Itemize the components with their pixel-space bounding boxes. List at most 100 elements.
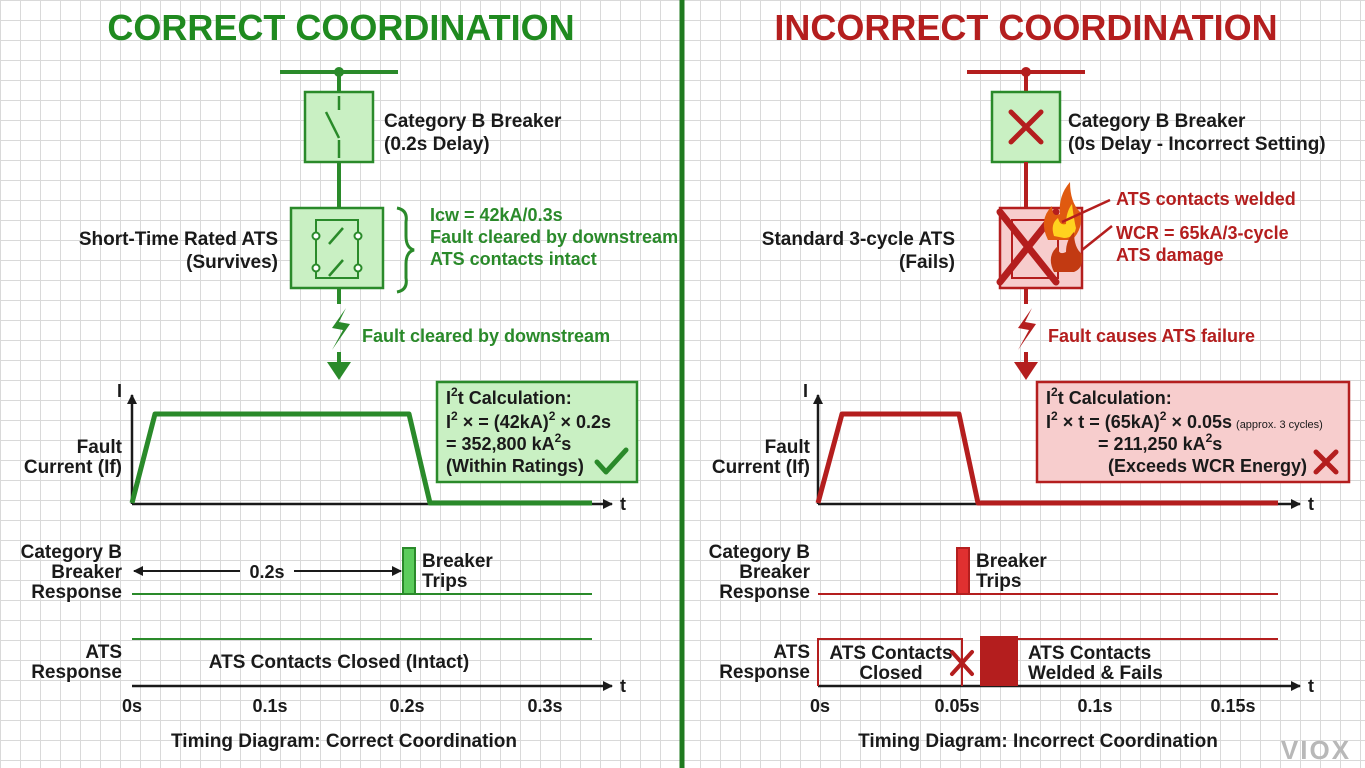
svg-text:= 211,250 kA2s: = 211,250 kA2s <box>1098 431 1222 454</box>
left-calc-box: I2t Calculation: I2 × = (42kA)2 × 0.2s =… <box>435 380 639 484</box>
right-ats-weld-block <box>980 636 1018 686</box>
right-ats-after-2: Welded & Fails <box>1028 663 1163 684</box>
correct-coordination-panel: CORRECT COORDINATION Ca <box>21 7 678 752</box>
svg-text:I2 × = (42kA)2 × 0.2s: I2 × = (42kA)2 × 0.2s <box>446 409 611 432</box>
right-calc-line1b: × 0.05s <box>1171 412 1232 432</box>
incorrect-coordination-panel: INCORRECT COORDINATION <box>709 7 1351 752</box>
lightning-bolt-icon <box>1018 308 1036 350</box>
svg-text:I2t Calculation:: I2t Calculation: <box>446 385 572 408</box>
right-calc-line2: = 211,250 kA <box>1098 434 1206 454</box>
left-axis-t: t <box>620 494 626 514</box>
right-ats-note-1: ATS contacts welded <box>1116 189 1296 209</box>
x-mark-icon <box>1313 449 1339 475</box>
left-title: CORRECT COORDINATION <box>107 7 574 48</box>
checkmark-icon <box>594 447 629 475</box>
left-tick-1: 0.1s <box>252 696 287 716</box>
left-ats-state: ATS Contacts Closed (Intact) <box>209 652 469 673</box>
right-breaker-label-2: Breaker <box>739 562 810 583</box>
left-calc-line1: × = (42kA) <box>463 412 549 432</box>
left-breaker-trip-pulse <box>402 547 416 595</box>
callout-line <box>1081 225 1113 251</box>
right-ats-status: (Fails) <box>899 252 955 273</box>
right-fault-label-2: Current (If) <box>712 457 810 478</box>
left-calc-line3: (Within Ratings) <box>446 456 584 476</box>
right-tick-3: 0.15s <box>1210 696 1255 716</box>
left-caption: Timing Diagram: Correct Coordination <box>171 731 517 752</box>
right-ats-before-1: ATS Contacts <box>829 643 952 664</box>
right-axis-t: t <box>1308 494 1314 514</box>
lightning-bolt-icon <box>332 308 350 350</box>
svg-text:I2t Calculation:: I2t Calculation: <box>1046 385 1172 408</box>
left-calc-title: t Calculation: <box>458 388 572 408</box>
right-tick-2: 0.1s <box>1077 696 1112 716</box>
left-single-line-diagram <box>280 67 415 380</box>
right-axis-i: I <box>803 381 808 401</box>
x-mark-icon <box>950 650 974 676</box>
right-tick-1: 0.05s <box>934 696 979 716</box>
left-bracket <box>396 206 415 294</box>
right-trip-label-1: Breaker <box>976 551 1047 572</box>
right-calc-line3: (Exceeds WCR Energy) <box>1108 456 1307 476</box>
right-ats-after-1: ATS Contacts <box>1028 643 1151 664</box>
right-breaker-trip-pulse <box>956 547 970 595</box>
right-calc-box: I2t Calculation: I2 × t = (65kA)2 × 0.05… <box>1035 380 1351 484</box>
right-calc-title: t Calculation: <box>1058 388 1172 408</box>
right-ats-note-2: WCR = 65kA/3-cycle <box>1116 223 1289 243</box>
right-timing-diagram: I t t Fault Current (If) Category B Brea… <box>709 381 1314 752</box>
left-fault-label-1: Fault <box>77 437 123 458</box>
left-fault-current-trace <box>129 411 592 506</box>
right-breaker-label-1: Category B <box>709 542 810 563</box>
right-ats-name: Standard 3-cycle ATS <box>762 229 955 250</box>
left-tick-2: 0.2s <box>389 696 424 716</box>
svg-text:= 352,800 kA2s: = 352,800 kA2s <box>446 431 571 454</box>
right-tick-0: 0s <box>810 696 830 716</box>
right-caption: Timing Diagram: Incorrect Coordination <box>858 731 1218 752</box>
right-ats-label-1: ATS <box>773 642 810 663</box>
right-single-line-diagram <box>967 67 1113 380</box>
right-breaker-label-3: Response <box>719 582 810 603</box>
left-tick-0: 0s <box>122 696 142 716</box>
left-axis-t-2: t <box>620 676 626 696</box>
left-ats-note-3: ATS contacts intact <box>430 249 597 269</box>
left-ats-symbol <box>289 206 385 290</box>
left-breaker-label-1: Category B <box>21 542 122 563</box>
left-ats-status: (Survives) <box>186 252 278 273</box>
right-trip-label-2: Trips <box>976 571 1021 592</box>
x-mark-icon <box>1008 109 1044 145</box>
left-breaker-label-2: Breaker <box>51 562 122 583</box>
right-ats-before-2: Closed <box>859 663 922 684</box>
right-axis-t-2: t <box>1308 676 1314 696</box>
down-arrow-icon <box>327 362 351 380</box>
left-ats-label-1: ATS <box>85 642 122 663</box>
right-fault-note: Fault causes ATS failure <box>1048 326 1255 346</box>
right-ats-label-2: Response <box>719 662 810 683</box>
left-trip-label-1: Breaker <box>422 551 493 572</box>
right-title: INCORRECT COORDINATION <box>774 7 1277 48</box>
left-interval-label: 0.2s <box>249 562 284 582</box>
left-breaker-setting: (0.2s Delay) <box>384 134 490 155</box>
right-calc-line1: × t = (65kA) <box>1063 412 1160 432</box>
transfer-switch-icon <box>328 227 344 245</box>
left-axis-i: I <box>117 381 122 401</box>
left-ats-note-1: Icw = 42kA/0.3s <box>430 205 563 225</box>
right-calc-line1c: (approx. 3 cycles) <box>1236 419 1323 431</box>
right-fault-current-trace <box>815 411 1278 506</box>
right-ats-note-3: ATS damage <box>1116 245 1224 265</box>
left-breaker-name: Category B Breaker <box>384 111 562 132</box>
left-breaker-label-3: Response <box>31 582 122 603</box>
viox-watermark: VIOX <box>1281 735 1351 765</box>
left-fault-label-2: Current (If) <box>24 457 122 478</box>
left-ats-name: Short-Time Rated ATS <box>79 229 278 250</box>
left-trip-label-2: Trips <box>422 571 467 592</box>
left-ats-label-2: Response <box>31 662 122 683</box>
left-ats-note-2: Fault cleared by downstream <box>430 227 678 247</box>
right-breaker-setting: (0s Delay - Incorrect Setting) <box>1068 134 1326 155</box>
open-switch-icon <box>324 111 341 139</box>
right-breaker-name: Category B Breaker <box>1068 111 1246 132</box>
right-fault-label-1: Fault <box>765 437 811 458</box>
left-timing-diagram: I t t Fault Current (If) Category B Brea… <box>21 381 626 752</box>
callout-line <box>1061 198 1111 224</box>
left-fault-note: Fault cleared by downstream <box>362 326 610 346</box>
left-tick-3: 0.3s <box>527 696 562 716</box>
